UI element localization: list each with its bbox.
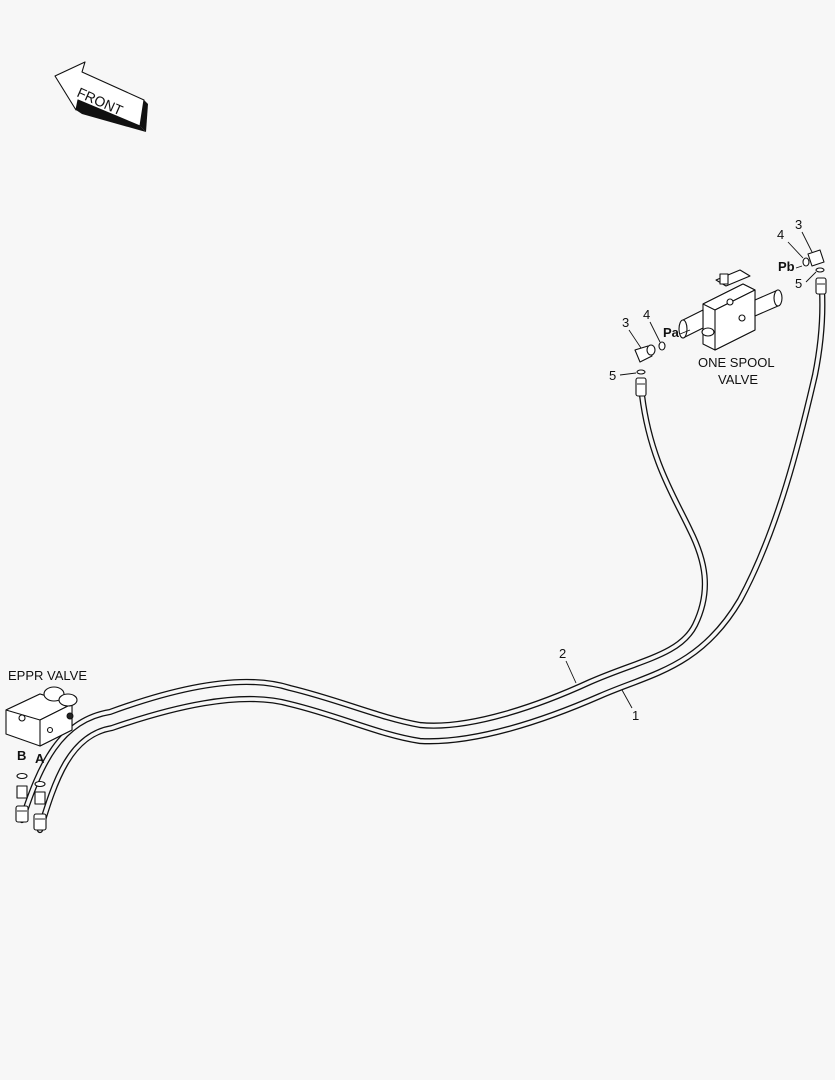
port-pa-label: Pa xyxy=(663,325,680,340)
leader-3-left xyxy=(628,329,642,349)
leader-4-left xyxy=(649,321,661,343)
port-pb-label: Pb xyxy=(778,259,795,274)
callout-hose-2: 2 xyxy=(559,646,566,661)
leader-hose-1 xyxy=(621,689,633,709)
front-arrow: FRONT xyxy=(54,61,148,132)
callout-hose-1: 1 xyxy=(632,708,639,723)
leader-5-left xyxy=(619,372,637,376)
leader-5-right xyxy=(805,271,817,283)
callout-4-right: 4 xyxy=(777,227,784,242)
eppr-fittings xyxy=(15,772,47,831)
leader-4-right xyxy=(787,241,804,259)
callout-3-right: 3 xyxy=(795,217,802,232)
hose-1 xyxy=(36,286,826,834)
eppr-valve-label: EPPR VALVE xyxy=(8,668,87,683)
one-spool-valve-label-line1: ONE SPOOL xyxy=(698,355,775,370)
port-b-label: B xyxy=(17,748,26,763)
leader-3-right xyxy=(801,231,813,253)
one-spool-valve-label-line2: VALVE xyxy=(718,372,758,387)
callout-5-right: 5 xyxy=(795,276,802,291)
hose-2 xyxy=(18,391,708,824)
fittings-pb-side xyxy=(802,249,827,295)
leader-hose-2 xyxy=(565,660,577,684)
callout-4-left: 4 xyxy=(643,307,650,322)
callout-3-left: 3 xyxy=(622,315,629,330)
one-spool-valve xyxy=(678,269,783,351)
eppr-valve xyxy=(5,686,78,747)
port-a-label: A xyxy=(35,751,45,766)
fittings-pa-side xyxy=(634,341,666,397)
callout-5-left: 5 xyxy=(609,368,616,383)
